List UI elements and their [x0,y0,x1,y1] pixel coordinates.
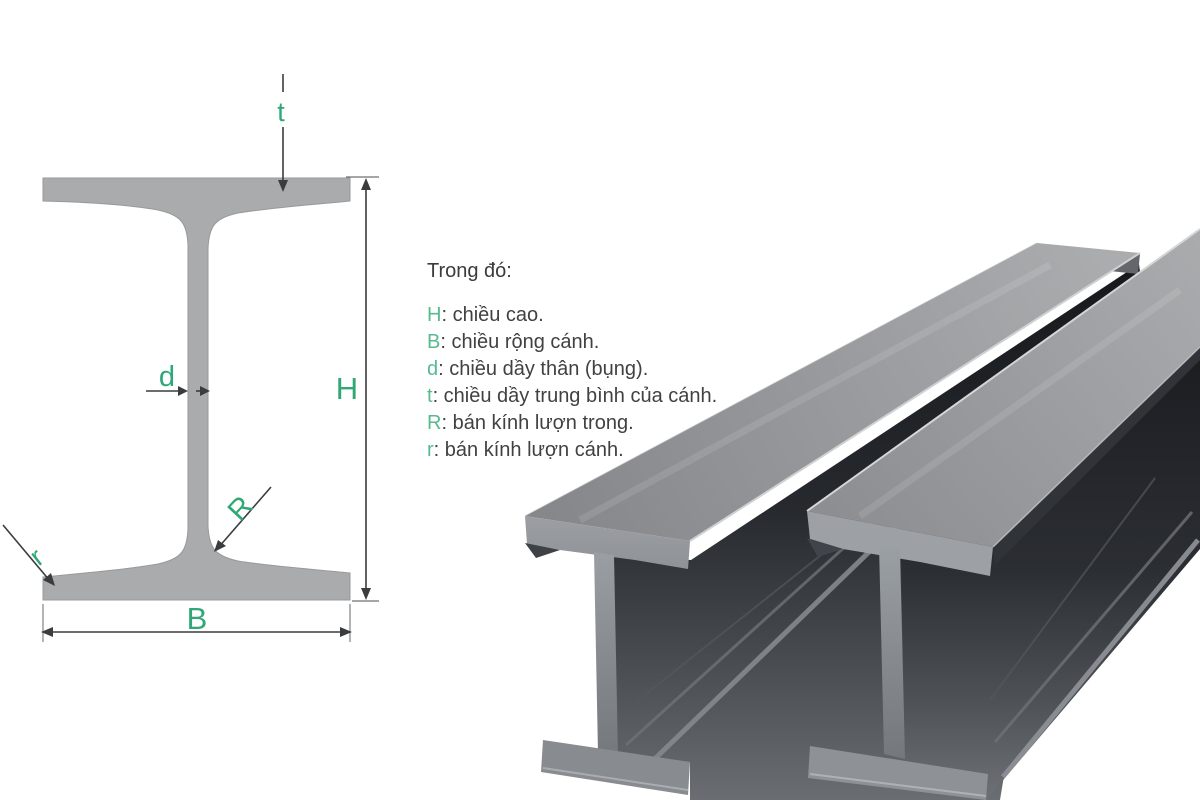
legend-desc: : bán kính lượn trong. [441,412,634,434]
legend-desc: : chiều dầy trung bình của cánh. [432,385,718,407]
beam-rear-flange-face-top [807,511,993,576]
label-R: R [222,490,260,527]
legend-desc: : bán kính lượn cánh. [433,439,624,461]
label-d: d [159,361,175,393]
beam-rear-web-face [879,545,905,759]
beam-rear [806,228,1200,800]
legend-symbol: t [427,385,433,407]
legend-title: Trong đó: [427,260,512,282]
beam-rear-inner-side [901,346,1200,799]
beam-rear-flange-edge [993,345,1200,565]
legend-item: B: chiều rộng cánh. [427,329,757,356]
beam-3d-render [524,228,1200,800]
beam-front-web-face [594,552,618,757]
label-H: H [336,371,358,406]
beam-front-flange-underside [525,543,560,558]
beam-front-top-surface [525,243,1140,541]
legend-list: H: chiều cao.B: chiều rộng cánh.d: chiều… [427,302,757,464]
label-r: r [24,542,50,571]
label-t: t [277,97,285,127]
legend: Trong đó: H: chiều cao.B: chiều rộng cán… [427,258,757,464]
legend-item: d: chiều dầy thân (bụng). [427,356,757,383]
legend-item: r: bán kính lượn cánh. [427,437,757,464]
dimension-r [2,524,55,586]
cross-section-shape [42,177,351,601]
beam-front-flange-face-bottom [541,740,690,795]
beam-front-flange-face-top [525,516,690,569]
beam-rear-flange-face-bottom [808,746,988,800]
legend-item: R: bán kính lượn trong. [427,410,757,437]
dimension-t [278,74,288,192]
dimension-H [346,176,379,602]
legend-item: H: chiều cao. [427,302,757,329]
legend-symbol: r [427,439,434,461]
legend-symbol: B [427,331,441,353]
cross-section-diagram: t H d R [2,74,379,642]
legend-symbol: H [427,304,442,326]
label-B: B [187,601,208,636]
legend-symbol: d [427,358,439,380]
beam-rear-flange-underside [807,538,843,557]
beam-rear-top-surface [807,229,1200,547]
dimension-d [146,386,210,396]
legend-symbol: R [427,412,442,434]
dimension-B [41,604,352,642]
legend-desc: : chiều dầy thân (bụng). [438,358,649,380]
dimension-R [214,486,272,552]
legend-desc: : chiều rộng cánh. [440,331,600,353]
legend-desc: : chiều cao. [441,304,544,326]
legend-item: t: chiều dầy trung bình của cánh. [427,383,757,410]
